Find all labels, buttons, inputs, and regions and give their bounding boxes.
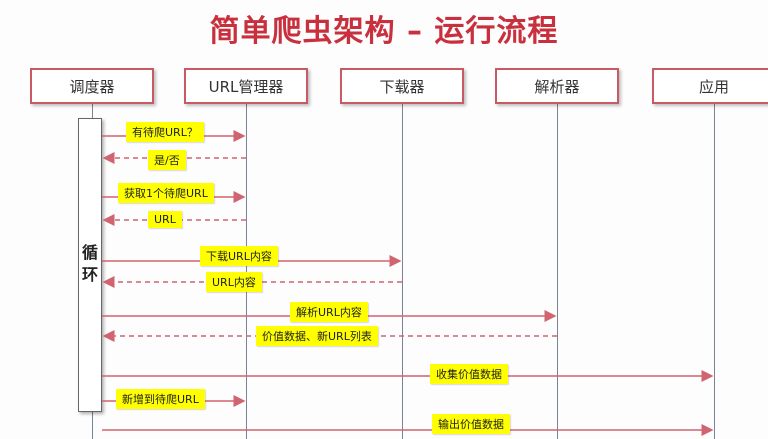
message-label-5: 下载URL内容 bbox=[200, 246, 278, 266]
message-label-9: 收集价值数据 bbox=[430, 364, 508, 384]
message-label-2: 是/否 bbox=[148, 150, 186, 170]
lifeline-parser bbox=[557, 104, 558, 439]
actor-application: 应用 bbox=[652, 68, 768, 104]
lifeline-application bbox=[714, 104, 715, 439]
diagram-title: 简单爬虫架构 – 运行流程 bbox=[209, 14, 559, 49]
message-label-6: URL内容 bbox=[206, 272, 262, 292]
scheduler-activation-bar bbox=[78, 118, 102, 412]
loop-label: 循 环 bbox=[80, 242, 100, 286]
actor-scheduler: 调度器 bbox=[30, 68, 154, 104]
message-label-11: 输出价值数据 bbox=[432, 414, 510, 434]
message-label-10: 新增到待爬URL bbox=[116, 389, 205, 409]
lifeline-url-manager bbox=[246, 104, 247, 439]
actor-url-manager: URL管理器 bbox=[184, 68, 308, 104]
message-label-8: 价值数据、新URL列表 bbox=[256, 326, 378, 346]
message-label-7: 解析URL内容 bbox=[290, 302, 368, 322]
message-label-3: 获取1个待爬URL bbox=[118, 183, 214, 203]
actor-parser: 解析器 bbox=[495, 68, 619, 104]
lifeline-downloader bbox=[402, 104, 403, 439]
loop-label-char-1: 循 bbox=[81, 243, 98, 262]
loop-label-char-2: 环 bbox=[81, 265, 98, 284]
actor-downloader: 下载器 bbox=[340, 68, 464, 104]
message-label-1: 有待爬URL？ bbox=[126, 122, 204, 142]
message-label-4: URL bbox=[148, 211, 182, 228]
